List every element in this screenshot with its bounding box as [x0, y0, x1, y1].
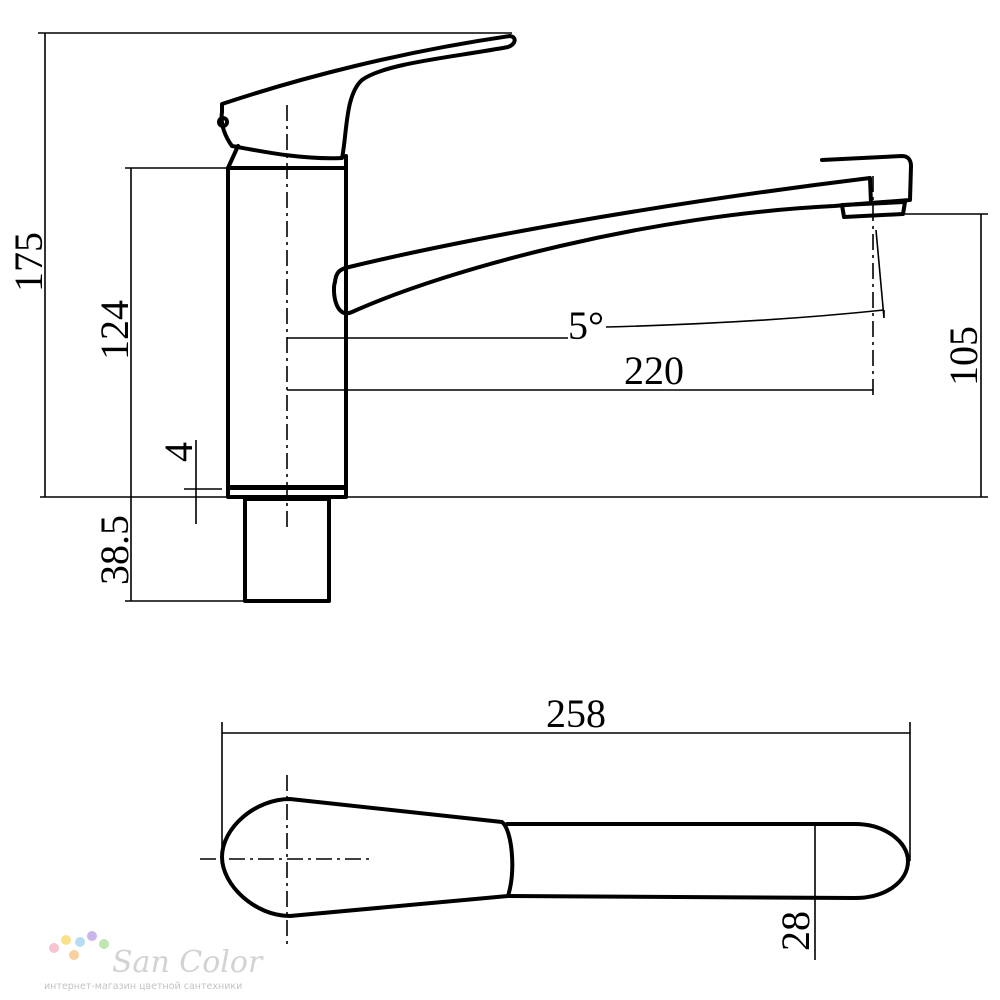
dimension-label-28: 28: [773, 911, 818, 951]
angle-arc: [605, 309, 885, 328]
logo-dot: [99, 939, 109, 949]
dimension-spout-angle: 5°: [287, 229, 885, 348]
spout-tip: [820, 154, 913, 205]
dimension-label-angle: 5°: [568, 303, 604, 348]
dimension-overall-length: 258: [221, 691, 911, 861]
spout: [332, 176, 873, 316]
mounting-shank: [243, 497, 331, 603]
brand-tagline: интернет-магазин цветной сантехники: [44, 981, 242, 992]
logo-dots: [49, 931, 109, 960]
dimension-label-175: 175: [6, 232, 51, 292]
dimension-label-105: 105: [941, 326, 986, 386]
logo-dot: [75, 937, 85, 947]
plan-view: 258 28: [200, 691, 911, 960]
dimension-shank-length: 38.5: [92, 497, 245, 602]
dimension-base-offset: 4: [156, 440, 222, 524]
logo-dot: [69, 950, 79, 960]
brand-name: San Color: [112, 945, 264, 980]
dimension-label-38-5: 38.5: [92, 515, 137, 585]
brand-watermark: San Color интернет-магазин цветной санте…: [44, 931, 264, 992]
angle-arrow: [875, 229, 885, 319]
aerator: [840, 200, 907, 219]
dimension-spout-reach: 220: [287, 348, 873, 393]
dimension-spout-height: 105: [905, 213, 988, 497]
logo-dot: [61, 935, 71, 945]
lever-handle: [219, 34, 517, 161]
side-elevation-view: 175 124 4 38.5 105: [6, 32, 988, 603]
dimension-spout-width: 28: [773, 824, 818, 960]
dimension-label-220: 220: [624, 348, 684, 393]
logo-dot: [87, 931, 97, 941]
dimension-total-height: 175: [6, 32, 512, 497]
plan-body-outline: [220, 797, 515, 918]
handle-pivot-cap: [217, 116, 229, 128]
logo-dot: [49, 943, 59, 953]
dimension-label-258: 258: [546, 691, 606, 736]
plan-spout-outline: [505, 822, 910, 900]
dimension-label-124: 124: [92, 300, 137, 360]
dimension-label-4: 4: [156, 442, 201, 462]
dimension-body-height: 124: [92, 167, 228, 497]
